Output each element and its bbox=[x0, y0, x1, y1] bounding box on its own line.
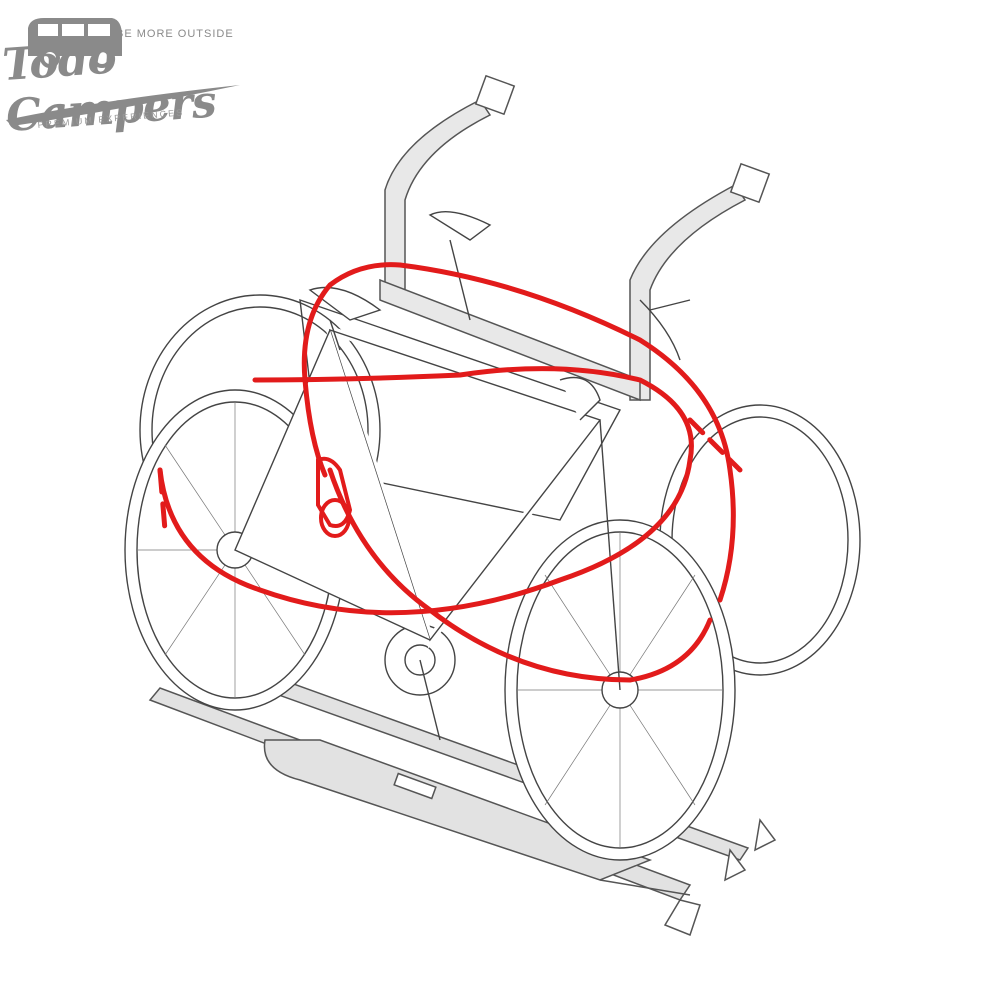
todo-campers-logo[interactable]: BE MORE OUTSIDE Todo Campers PREMIUM EXP… bbox=[0, 0, 250, 150]
camper-van-icon bbox=[28, 18, 122, 68]
logo-swoosh-icon bbox=[6, 85, 240, 126]
cable-lock bbox=[157, 262, 743, 683]
logo-tagline: BE MORE OUTSIDE bbox=[116, 28, 234, 40]
front-bicycle bbox=[124, 286, 736, 861]
rack-arms bbox=[379, 74, 771, 402]
